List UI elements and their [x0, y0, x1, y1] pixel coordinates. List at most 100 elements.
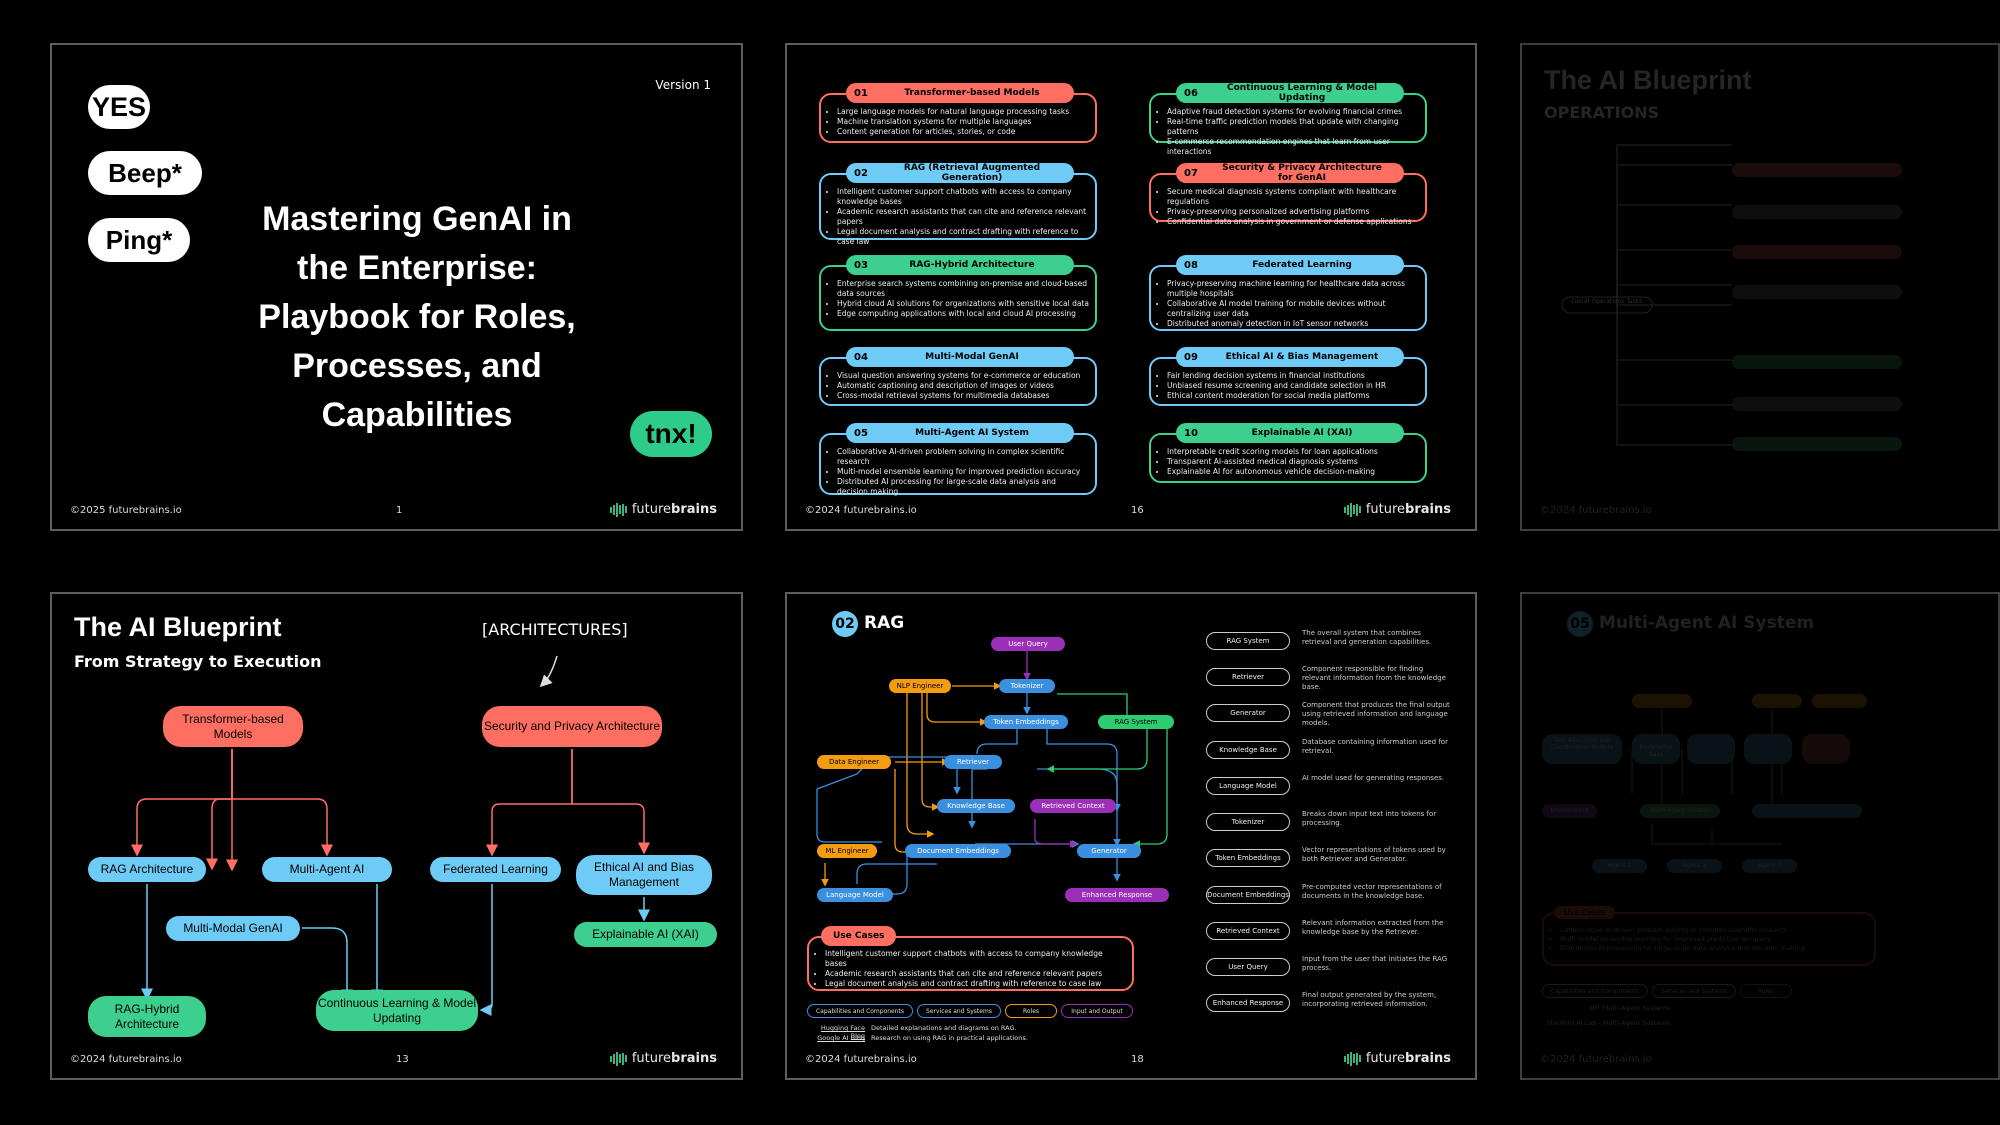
glossary-term: Retriever: [1206, 668, 1290, 686]
brand-suffix: brains: [671, 502, 717, 517]
copyright: ©2025 futurebrains.io: [70, 505, 182, 516]
card-item: Machine translation systems for multiple…: [837, 117, 1089, 127]
card-number: 07: [1184, 167, 1198, 179]
brand-suffix: brains: [1405, 502, 1451, 517]
card-item: Privacy-preserving machine learning for …: [1167, 279, 1419, 299]
rag-flow-diagram: [816, 645, 1168, 898]
tag-services: Services and Systems: [917, 1004, 1001, 1018]
glossary-desc: Pre-computed vector representations of d…: [1302, 883, 1442, 900]
card-item: Edge computing applications with local a…: [837, 309, 1089, 319]
copyright: ©2024 futurebrains.io: [805, 1054, 917, 1065]
node-federated: Federated Learning: [430, 857, 561, 882]
rag-node-token-embeddings: Token Embeddings: [984, 715, 1068, 729]
tag-capabilities: Capabilities and Components: [807, 1004, 913, 1018]
card-item: Confidential data analysis in government…: [1167, 217, 1419, 227]
card-item: Privacy-preserving personalized advertis…: [1167, 207, 1419, 217]
glossary-term: Document Embeddings: [1206, 886, 1290, 904]
glossary-term: Generator: [1206, 704, 1290, 722]
brand-logo: futurebrains: [609, 502, 717, 517]
bubble-yes: YES: [88, 85, 150, 129]
rag-node-retrieved-context: Retrieved Context: [1030, 799, 1116, 813]
node-environment: Environment: [1550, 807, 1589, 814]
card-item: Adaptive fraud detection systems for evo…: [1167, 107, 1419, 117]
use-cases-box: Use Cases Intelligent customer support c…: [807, 926, 1134, 991]
card-item: Real-time traffic prediction models that…: [1167, 117, 1419, 137]
section-tag: [ARCHITECTURES]: [482, 620, 628, 639]
slide-title[interactable]: Version 1 YES Beep* Ping* Mastering GenA…: [50, 43, 743, 531]
brand-prefix: future: [1365, 502, 1406, 517]
version-label: Version 1: [655, 78, 711, 92]
card-title: RAG-Hybrid Architecture: [909, 260, 1035, 270]
ref-link[interactable]: MIT Multi-Agent Systems:: [1589, 1004, 1672, 1012]
logo-bars-icon: [609, 502, 627, 517]
card-item: Fair lending decision systems in financi…: [1167, 371, 1419, 381]
card-title: Multi-Modal GenAI: [925, 352, 1019, 362]
node-agent-3: Agent 3: [1757, 862, 1782, 869]
node-continuous: Continuous Learning & Model Updating: [316, 990, 478, 1031]
glossary-term: RAG System: [1206, 632, 1290, 650]
operations-diagram: [1561, 144, 1902, 451]
use-case-item: Distributed AI processing for large-scal…: [1560, 944, 1805, 953]
brand-prefix: future: [631, 1051, 672, 1066]
card-item: Ethical content moderation for social me…: [1167, 391, 1419, 401]
card-item: Legal document analysis and contract dra…: [837, 227, 1089, 247]
ref-link[interactable]: Google AI Blog: [817, 1034, 865, 1042]
card-title: Transformer-based Models: [904, 88, 1040, 98]
card-item: E-commerce recommendation engines that l…: [1167, 137, 1419, 157]
card-item: Visual question answering systems for e-…: [837, 371, 1089, 381]
page-number: 13: [396, 1054, 409, 1065]
rag-node-generator: Generator: [1077, 844, 1141, 858]
use-cases-title: Use Cases: [1554, 906, 1616, 919]
ref-link[interactable]: Hugging Face Blog: [820, 1024, 865, 1040]
glossary-term: Language Model: [1206, 777, 1290, 795]
card-item: Multi-model ensemble learning for improv…: [837, 467, 1089, 477]
section-number-badge: 05: [1567, 611, 1593, 637]
glossary-desc: Component that produces the final output…: [1302, 701, 1450, 727]
slide-multi-agent[interactable]: 05 Multi-Agent AI System Task Allocation…: [1520, 592, 2000, 1080]
node-multi-modal: Multi-Modal GenAI: [166, 916, 300, 941]
logo-bars-icon: [1343, 1051, 1361, 1066]
glossary-desc: Component responsible for finding releva…: [1302, 665, 1446, 691]
card-number: 01: [854, 87, 868, 99]
card-item: Unbiased resume screening and candidate …: [1167, 381, 1419, 391]
rag-node-language-model: Language Model: [817, 888, 893, 902]
deck-title: Mastering GenAI in the Enterprise: Playb…: [227, 195, 607, 440]
bubble-ping: Ping*: [88, 218, 190, 262]
bubble-beep: Beep*: [88, 151, 202, 195]
card-item: Distributed AI processing for large-scal…: [837, 477, 1089, 497]
title-line: Processes, and: [292, 347, 542, 385]
ref-link[interactable]: Stanford AI Lab - Multi-Agent Systems:: [1546, 1019, 1672, 1027]
rag-node-ml-engineer: ML Engineer: [817, 844, 877, 858]
ref-desc: Detailed explanations and diagrams on RA…: [871, 1024, 1017, 1032]
card-item: Academic research assistants that can ci…: [837, 207, 1089, 227]
operations-center-node: GenAI Operations Tasks: [1571, 298, 1643, 305]
card-title: Continuous Learning & Model Updating: [1226, 83, 1378, 103]
slide-subtitle: OPERATIONS: [1544, 103, 1660, 122]
rag-node-enhanced-response: Enhanced Response: [1065, 888, 1169, 902]
slide-architectures[interactable]: The AI Blueprint From Strategy to Execut…: [50, 592, 743, 1080]
glossary-desc: Relevant information extracted from the …: [1302, 919, 1444, 936]
tag-capabilities: Capabilities and Components: [1542, 984, 1648, 998]
glossary-term: User Query: [1206, 958, 1290, 976]
card-number: 05: [854, 427, 868, 439]
card-title: Federated Learning: [1252, 260, 1352, 270]
node-xai: Explainable AI (XAI): [574, 922, 717, 947]
glossary-desc: Vector representations of tokens used by…: [1302, 846, 1446, 863]
slide-rag[interactable]: 02 RAG: [785, 592, 1477, 1080]
brand-prefix: future: [1365, 1051, 1406, 1066]
slide-operations[interactable]: The AI Blueprint OPERATIONS GenAI Operat…: [1520, 43, 2000, 531]
page-number: 18: [1131, 1054, 1144, 1065]
use-case-item: Multi-model ensemble learning for improv…: [1560, 935, 1805, 944]
